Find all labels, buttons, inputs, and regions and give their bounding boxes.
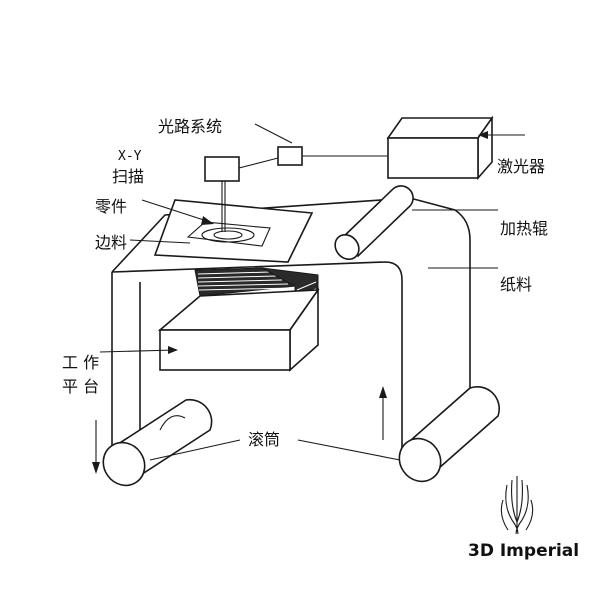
label-platform-line2: 平 台 [62,377,99,396]
label-paper: 纸料 [500,275,532,294]
left-drum [102,398,213,487]
heating-roller [334,185,414,261]
label-xy-line2: 扫描 [112,167,144,186]
label-xy-line1: X-Y [118,149,142,164]
label-platform-line1: 工 作 [62,353,99,372]
brand-name: 3D Imperial [468,541,579,561]
3d-imperial-logo-icon [500,476,534,535]
laser-box [386,115,494,181]
label-drum: 滚筒 [248,430,280,449]
label-edge-material: 边料 [95,233,127,252]
direction-arrows [92,386,387,474]
work-platform-box [157,287,320,372]
label-optical-system: 光路系统 [158,117,222,136]
label-part: 零件 [95,197,127,216]
laser-beam-path [221,155,388,232]
right-drum [398,385,501,483]
xy-scanner-box [204,156,240,182]
label-heating-roller: 加热辊 [500,219,548,238]
part-top-layer [186,175,271,247]
optical-system-box [277,146,303,166]
label-laser: 激光器 [497,157,545,176]
leader-lines [99,123,525,461]
